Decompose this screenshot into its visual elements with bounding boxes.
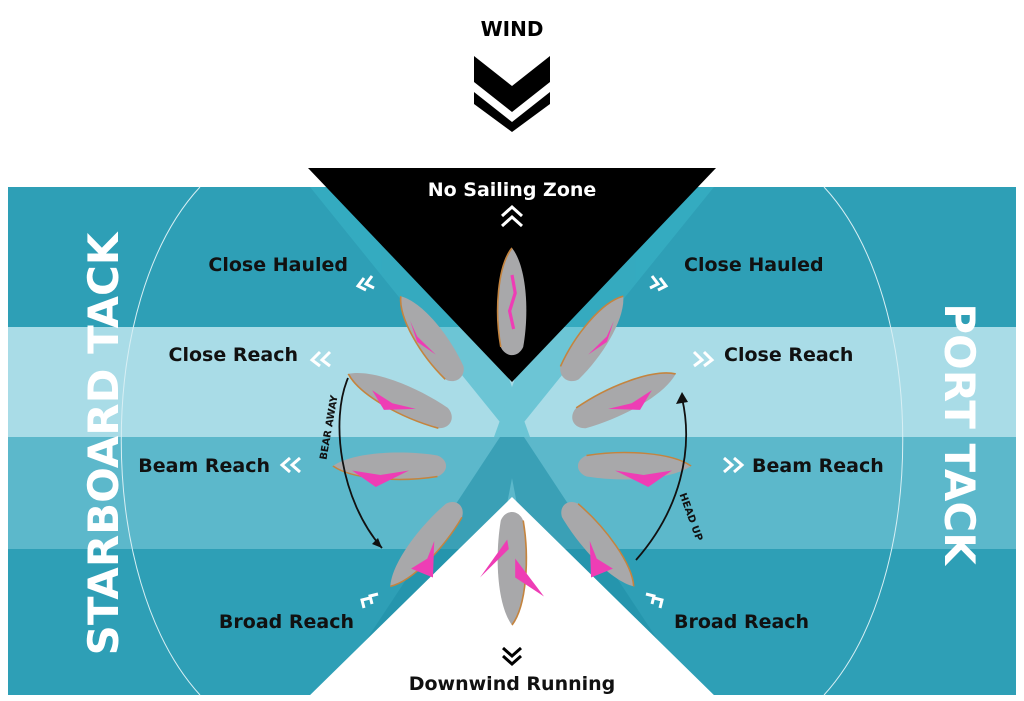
boats [332,247,692,626]
boat-right-beam-reach [577,451,692,487]
boat-left-beam-reach [332,451,447,487]
boat-left-close-reach [341,359,458,436]
head-up-arrow [635,392,688,561]
bear-away-arrow [338,377,383,549]
left-close-hauled-label: Close Hauled [208,254,348,276]
boat-downwind-running [480,511,544,626]
boat-left-broad-reach [379,494,471,596]
right-close-hauled-chevron-icon [649,275,669,292]
port-tack-label: PORT TACK [935,303,984,566]
no-sailing-zone-label: No Sailing Zone [428,179,597,201]
arc-guides [120,186,904,696]
right-broad-reach-chevron-icon [645,592,664,609]
boat-head-to-wind [496,247,528,357]
up-chevron-icon [500,204,524,228]
right-close-reach-chevron-icon [692,350,715,368]
starboard-tack-label: STARBOARD TACK [79,231,128,655]
left-close-hauled-chevron-icon [355,275,375,292]
left-broad-reach-chevron-icon [360,592,379,609]
right-close-hauled-label: Close Hauled [684,254,824,276]
right-close-reach-label: Close Reach [724,344,853,366]
right-broad-reach-label: Broad Reach [674,611,809,633]
right-beam-reach-chevron-icon [723,456,745,474]
wind-chevron-icon [474,56,550,132]
left-close-reach-chevron-icon [309,350,332,368]
boat-right-broad-reach [553,494,645,596]
down-chevron-icon [502,646,522,667]
right-beam-reach-label: Beam Reach [752,455,884,477]
left-beam-reach-label: Beam Reach [138,455,270,477]
direction-chevrons [279,275,745,609]
downwind-running-label: Downwind Running [409,673,616,695]
left-close-reach-label: Close Reach [169,344,298,366]
left-beam-reach-chevron-icon [279,456,301,474]
wind-title: WIND [481,17,544,41]
left-broad-reach-label: Broad Reach [219,611,354,633]
boat-right-close-reach [566,359,683,436]
